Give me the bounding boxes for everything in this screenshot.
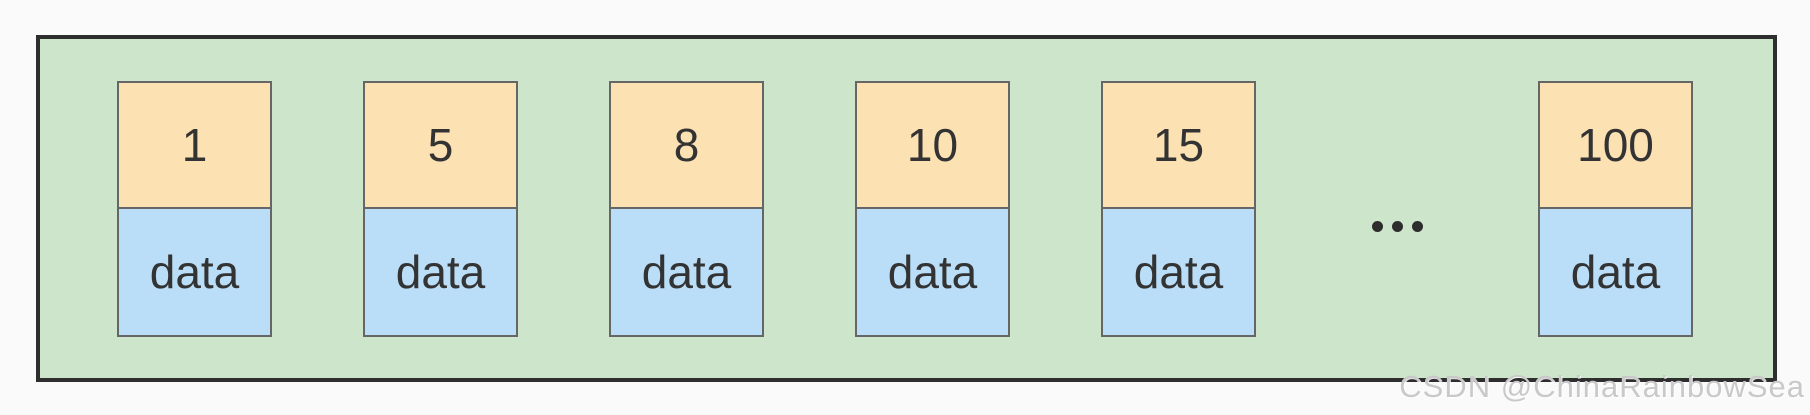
array-container: 1 data 5 data 8 data 10 data 15 data 100… [36,35,1777,382]
cell-data-label: data [855,207,1010,337]
array-cell: 10 data [855,81,1010,337]
cell-index-value: 1 [117,81,272,207]
cell-data-label: data [1101,207,1256,337]
array-cell: 100 data [1538,81,1693,337]
cell-index-value: 100 [1538,81,1693,207]
watermark: CSDN @ChinaRainbowSea [1399,369,1805,404]
array-cell: 8 data [609,81,764,337]
cell-data-label: data [117,207,272,337]
dot-icon [1391,220,1403,232]
array-cell: 1 data [117,81,272,337]
dot-icon [1371,220,1383,232]
cell-index-value: 5 [363,81,518,207]
cell-index-value: 10 [855,81,1010,207]
cell-index-value: 15 [1101,81,1256,207]
cell-index-value: 8 [609,81,764,207]
ellipsis-dots [1347,206,1447,246]
cell-data-label: data [609,207,764,337]
cell-data-label: data [363,207,518,337]
cell-data-label: data [1538,207,1693,337]
dot-icon [1411,220,1423,232]
array-cell: 5 data [363,81,518,337]
array-cell: 15 data [1101,81,1256,337]
